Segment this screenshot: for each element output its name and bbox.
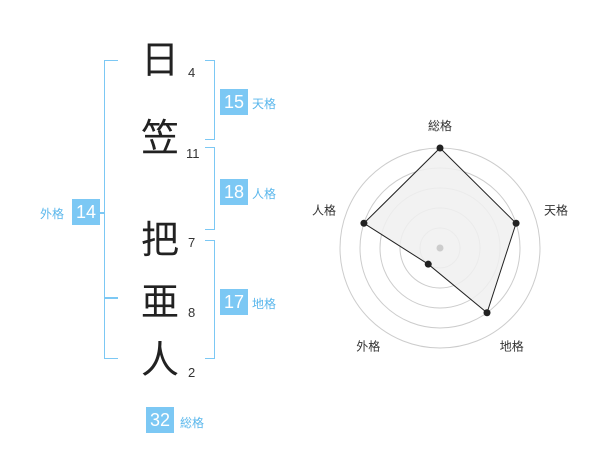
jinkaku-bracket	[205, 147, 215, 230]
jinkaku-label: 人格	[252, 187, 277, 201]
name-char-5: 人	[140, 338, 179, 382]
tenkaku-badge: 15	[220, 89, 248, 115]
name-char-2: 笠	[140, 116, 179, 160]
gaikaku-label: 外格	[40, 207, 65, 221]
name-char-4: 亜	[140, 280, 179, 324]
radar-axis-label-2: 天格	[544, 202, 568, 217]
radar-area	[363, 147, 517, 314]
radar-axis-label-5: 人格	[312, 202, 336, 217]
chikaku-badge: 17	[220, 289, 248, 315]
radar-point-3	[483, 309, 491, 317]
radar-point-2	[512, 219, 520, 227]
stroke-count-4: 8	[188, 305, 196, 320]
soukaku-label: 総格	[180, 416, 205, 430]
gaikaku-bracket-divider	[104, 297, 118, 299]
jinkaku-badge: 18	[220, 179, 248, 205]
gaikaku-badge: 14	[72, 199, 100, 225]
radar-point-4	[424, 260, 432, 268]
radar-point-1	[436, 144, 444, 152]
radar-center-dot	[436, 244, 444, 252]
stroke-count-3: 7	[188, 235, 196, 250]
gaikaku-connector	[96, 212, 105, 214]
radar-point-5	[360, 219, 368, 227]
radar-axis-label-4: 外格	[356, 339, 380, 354]
soukaku-badge: 32	[146, 407, 174, 433]
chikaku-bracket	[205, 240, 215, 359]
radar-axis-label-3: 地格	[500, 339, 524, 354]
gaikaku-bracket	[104, 60, 118, 359]
stroke-count-1: 4	[188, 65, 196, 80]
tenkaku-bracket	[205, 60, 215, 140]
name-char-3: 把	[140, 218, 179, 262]
name-char-1: 日	[140, 38, 179, 82]
chikaku-label: 地格	[252, 297, 277, 311]
tenkaku-label: 天格	[252, 97, 277, 111]
stroke-count-2: 11	[186, 146, 200, 161]
stroke-count-5: 2	[188, 365, 196, 380]
radar-axis-label-1: 総格	[428, 118, 452, 133]
